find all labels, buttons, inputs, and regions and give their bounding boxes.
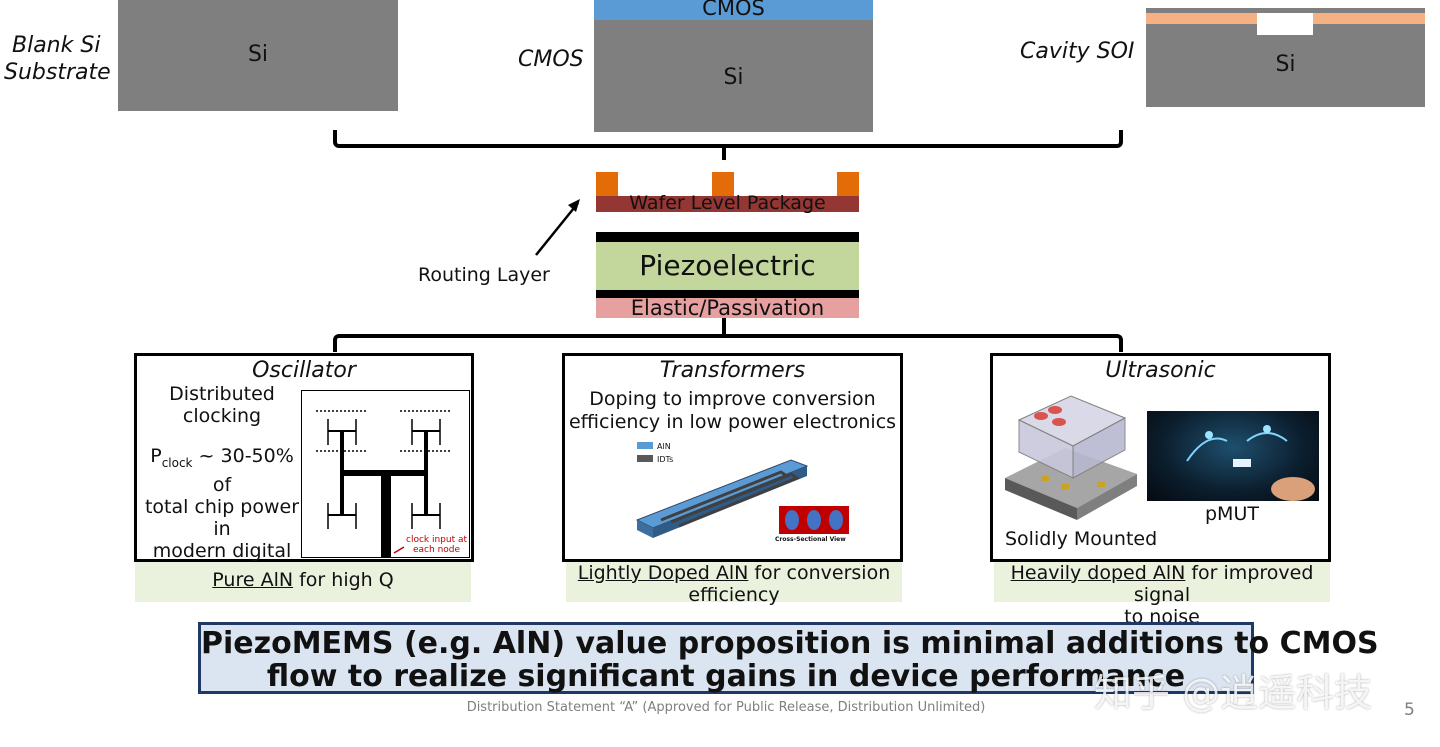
oscillator-line2: clocking — [182, 405, 262, 427]
bottom-brace — [333, 334, 1123, 352]
ultrasonic-title: Ultrasonic — [1105, 358, 1216, 383]
clock-note-line2: each node — [413, 545, 461, 555]
legend-idts-row: IDTs — [637, 453, 673, 466]
blank-si-label: Blank Si Substrate — [4, 32, 111, 86]
cross-section-node-2 — [807, 510, 821, 530]
piezoelectric-label: Piezoelectric — [639, 249, 816, 282]
oscillator-caption-rest: for high Q — [293, 569, 394, 591]
cmos-layer: CMOS — [594, 0, 873, 20]
blank-si-label-line1: Blank Si — [12, 33, 101, 58]
cross-section-node-1 — [785, 510, 799, 530]
pmut-photo-svg — [1186, 425, 1315, 501]
pad-right — [837, 172, 859, 196]
legend-aln-row: AlN — [637, 440, 673, 453]
oscillator-line1: Distributed — [169, 383, 275, 405]
cmos-layer-label: CMOS — [702, 0, 765, 20]
cavity-soi-wafer-label: Si — [1275, 52, 1296, 77]
cavity-soi-label: Cavity SOI — [1020, 39, 1135, 64]
oscillator-title: Oscillator — [252, 358, 356, 383]
pclock-p: P — [150, 445, 162, 467]
legend-aln: AlN — [657, 442, 671, 451]
transformers-desc: Doping to improve conversion efficiency … — [565, 388, 900, 434]
cmos-wafer: Si — [594, 20, 873, 132]
pad-left — [596, 172, 618, 196]
h-tree-diagram: clock input at each node — [301, 390, 470, 558]
transformers-caption-line1: Lightly Doped AlN for conversion — [566, 562, 902, 584]
transformers-box: Transformers Doping to improve conversio… — [562, 353, 903, 562]
ultrasonic-caption-underlined: Heavily doped AlN — [1010, 562, 1186, 584]
soi-cavity — [1257, 13, 1313, 35]
transformers-caption: Lightly Doped AlN for conversion efficie… — [566, 562, 902, 606]
bottom-brace-tick — [722, 318, 726, 334]
routing-layer-bottom — [596, 290, 859, 298]
ultrasonic-caption-line1: Heavily doped AlN for improved signal — [994, 562, 1330, 606]
value-proposition-banner: PiezoMEMS (e.g. AlN) value proposition i… — [198, 622, 1379, 694]
elastic-passivation-layer: Elastic/Passivation — [596, 296, 859, 320]
wafer-level-package-layer: Wafer Level Package — [596, 192, 859, 214]
clock-note-line1: clock input at — [406, 535, 468, 545]
oscillator-text: Distributed clocking Pclock ~ 30-50% of … — [139, 383, 305, 584]
transformer-legend: AlN IDTs — [637, 440, 673, 466]
solidly-mounted-illustration — [1005, 395, 1137, 520]
oscillator-caption-underlined: Pure AlN — [212, 569, 294, 591]
routing-layer-label: Routing Layer — [418, 264, 550, 286]
banner-line1: PiezoMEMS (e.g. AlN) value proposition i… — [201, 626, 1379, 661]
transformer-device-illustration — [635, 459, 809, 538]
piezoelectric-layer: Piezoelectric — [596, 242, 859, 290]
blank-si-wafer: Si — [118, 0, 398, 111]
ultrasonic-box: Ultrasonic pMUT Solidly Mounted — [990, 353, 1331, 562]
pclock-rest: ~ 30-50% of — [192, 445, 294, 496]
solidly-mounted-label: Solidly Mounted — [1005, 528, 1158, 550]
cavity-soi-wafer: Si — [1146, 8, 1425, 107]
cross-section-node-3 — [829, 510, 843, 530]
transformers-caption-underlined: Lightly Doped AlN — [577, 562, 749, 584]
oscillator-box: Oscillator Distributed clocking Pclock ~… — [134, 353, 474, 584]
watermark: 知乎 @逍遥科技 — [1094, 671, 1373, 715]
top-brace — [333, 130, 1123, 148]
oscillator-pclock-line: Pclock ~ 30-50% of — [139, 445, 305, 496]
wafer-level-package-label: Wafer Level Package — [629, 192, 826, 214]
cross-section-illustration: Cross-Sectional View — [775, 498, 849, 544]
cmos-label: CMOS — [518, 47, 584, 72]
oscillator-line5: modern digital — [152, 539, 292, 562]
transformers-caption-line2: efficiency — [688, 584, 780, 606]
transformers-desc2: efficiency in low power electronics — [568, 411, 897, 433]
pclock-sub: clock — [161, 455, 193, 470]
ultrasonic-caption: Heavily doped AlN for improved signal to… — [994, 562, 1330, 628]
pad-center — [712, 172, 734, 196]
transformers-desc1: Doping to improve conversion — [589, 388, 876, 410]
oscillator-caption: Pure AlN for high Q — [135, 562, 471, 602]
distribution-statement: Distribution Statement “A” (Approved for… — [466, 700, 986, 715]
pmut-photo — [1147, 411, 1319, 501]
pmut-label: pMUT — [1205, 503, 1259, 525]
transformers-title: Transformers — [659, 358, 806, 383]
clock-input-note: clock input at each node — [406, 535, 467, 555]
legend-idts: IDTs — [657, 455, 674, 464]
h-tree-svg — [316, 410, 452, 557]
top-brace-tick — [722, 144, 726, 160]
cross-section-label: Cross-Sectional View — [775, 536, 846, 543]
elastic-passivation-label: Elastic/Passivation — [630, 296, 825, 320]
routing-layer-top — [596, 232, 859, 242]
cmos-wafer-label: Si — [723, 65, 744, 90]
ultrasonic-caption-rest: for improved signal — [1133, 562, 1314, 606]
page-number: 5 — [1404, 700, 1415, 720]
blank-si-wafer-label: Si — [247, 42, 269, 67]
oscillator-line4: total chip power in — [144, 495, 300, 540]
banner-line2: flow to realize significant gains in dev… — [266, 659, 1186, 694]
routing-layer-arrow — [535, 199, 580, 256]
blank-si-label-line2: Substrate — [4, 60, 111, 85]
transformers-caption-rest: for conversion — [748, 562, 891, 584]
